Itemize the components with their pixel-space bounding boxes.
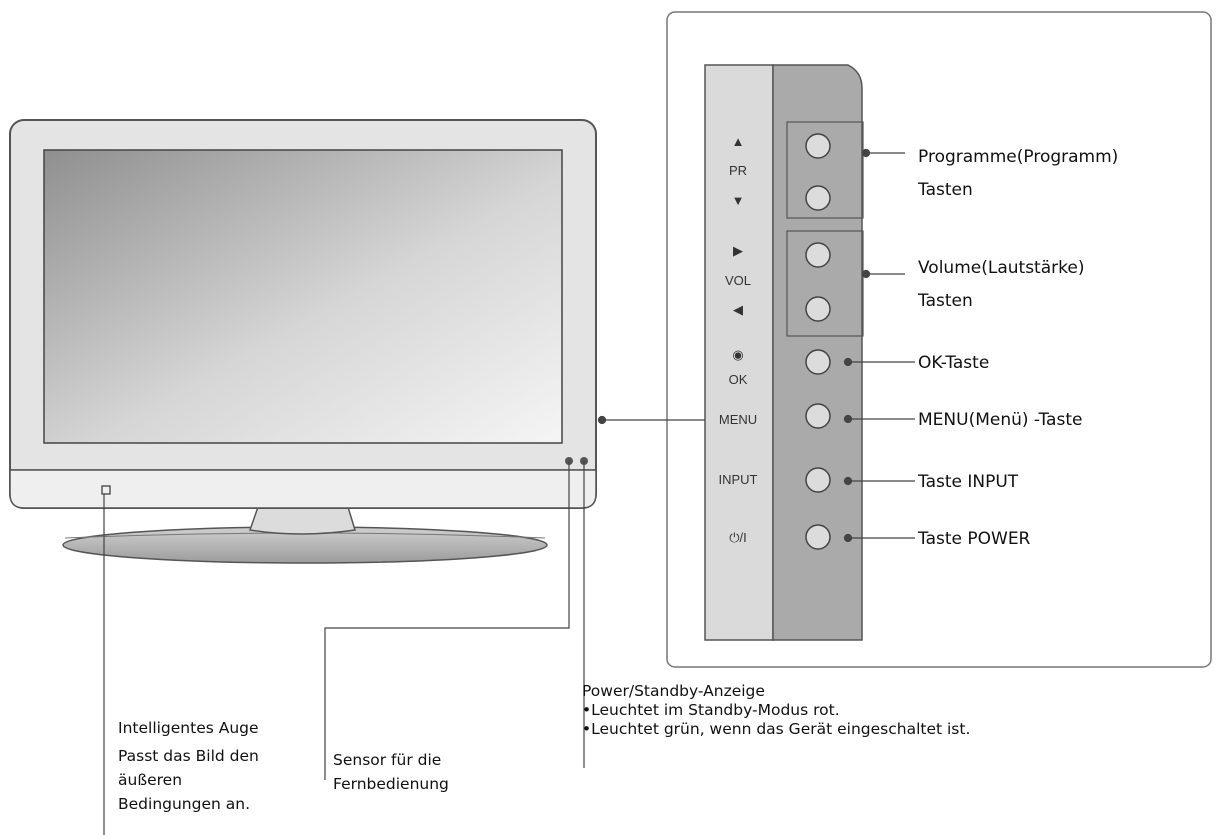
- callout-volume-line2: Tasten: [918, 291, 973, 311]
- pr-keys-group: [786, 121, 864, 219]
- power-indicator-bullet: Leuchtet grün, wenn das Gerät eingeschal…: [582, 720, 970, 739]
- callout-volume-keys: Volume(Lautstärke) Tasten: [918, 258, 1084, 312]
- tv-stand: [62, 506, 548, 564]
- vol-right-arrow: ▶: [733, 243, 743, 258]
- intelligent-eye-line3: äußeren: [118, 771, 183, 789]
- pr-up-key: [805, 133, 831, 159]
- remote-sensor-line1: Sensor für die: [333, 751, 442, 769]
- remote-sensor-line2: Fernbedienung: [333, 775, 449, 793]
- pr-up-arrow: ▲: [731, 134, 745, 149]
- intelligent-eye-sensor: [101, 485, 111, 495]
- pr-down-key: [805, 185, 831, 211]
- callout-programme-keys: Programme(Programm) Tasten: [918, 147, 1118, 201]
- side-panel-frame: [666, 11, 1212, 668]
- side-panel-leaders: [843, 148, 915, 543]
- vol-keys-group: [786, 230, 864, 337]
- pr-label: PR: [728, 163, 748, 178]
- callout-menu-key: MENU(Menü) -Taste: [918, 410, 1083, 430]
- callout-programme-line2: Tasten: [918, 180, 973, 200]
- menu-label: MENU: [718, 412, 758, 427]
- menu-key: [805, 403, 831, 429]
- intelligent-eye-line4: Bedingungen an.: [118, 795, 250, 813]
- power-label: ⏻/I: [729, 530, 747, 545]
- power-indicator-callout: Power/Standby-Anzeige Leuchtet im Standb…: [582, 682, 970, 739]
- intelligent-eye-line2: Passt das Bild den: [118, 747, 259, 765]
- power-key: [805, 524, 831, 550]
- vol-label: VOL: [724, 273, 751, 288]
- pr-down-arrow: ▼: [731, 193, 745, 208]
- callout-power-key: Taste POWER: [918, 529, 1031, 549]
- power-indicator-title: Power/Standby-Anzeige: [582, 682, 765, 700]
- ok-key: [805, 349, 831, 375]
- intelligent-eye-callout: Intelligentes Auge Passt das Bild den äu…: [118, 716, 259, 816]
- power-indicator-bullet: Leuchtet im Standby-Modus rot.: [582, 701, 970, 720]
- vol-left-arrow: ◀: [733, 302, 743, 317]
- input-label: INPUT: [718, 472, 758, 487]
- vol-up-key: [805, 242, 831, 268]
- tv-front: [9, 119, 597, 509]
- ok-label: OK: [728, 372, 748, 387]
- side-panel: [704, 64, 864, 641]
- callout-programme-line1: Programme(Programm): [918, 147, 1119, 167]
- remote-sensor-callout: Sensor für die Fernbedienung: [333, 748, 449, 796]
- input-key: [805, 467, 831, 493]
- vol-down-key: [805, 296, 831, 322]
- side-panel-connector: [597, 415, 705, 425]
- callout-volume-line1: Volume(Lautstärke): [918, 258, 1085, 278]
- intelligent-eye-line1: Intelligentes Auge: [118, 719, 259, 737]
- power-indicator-bullets: Leuchtet im Standby-Modus rot. Leuchtet …: [582, 701, 970, 739]
- callout-ok-key: OK-Taste: [918, 353, 990, 373]
- ok-symbol-icon: ◉: [732, 347, 744, 362]
- callout-input-key: Taste INPUT: [918, 472, 1019, 492]
- tv-screen: [43, 149, 563, 444]
